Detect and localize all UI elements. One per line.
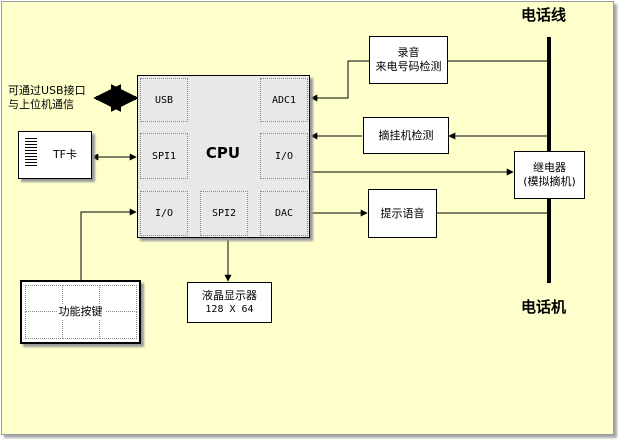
- port-dac: DAC: [260, 191, 308, 236]
- lcd-block: 液晶显示器 128 X 64: [187, 282, 272, 323]
- tf-card-block: TF卡: [18, 131, 92, 179]
- phone-set-title: 电话机: [521, 298, 567, 316]
- function-keys-block: 功能按键: [20, 280, 141, 344]
- keys-io-arrow: [80, 208, 137, 280]
- port-adc1: ADC1: [260, 78, 308, 122]
- function-keys-label: 功能按键: [56, 305, 105, 319]
- recording-label: 录音: [397, 46, 420, 59]
- relay-note: (模拟摘机): [523, 175, 576, 188]
- port-io-right: I/O: [260, 133, 308, 179]
- port-io-left: I/O: [140, 191, 188, 236]
- tf-card-label: TF卡: [52, 148, 77, 161]
- relay-block: 继电器 (模拟摘机): [514, 151, 585, 199]
- usb-note-line2: 与上位机通信: [8, 98, 74, 111]
- phone-line-title: 电话线: [521, 6, 567, 24]
- voice-prompt-block: 提示语音: [368, 189, 437, 238]
- caller-id-block: 录音 来电号码检测: [369, 36, 448, 84]
- port-spi1: SPI1: [140, 133, 188, 179]
- cpu-block: USB ADC1 SPI1 I/O I/O SPI2 DAC CPU: [137, 75, 310, 238]
- lcd-resolution: 128 X 64: [205, 303, 254, 315]
- port-usb: USB: [140, 78, 188, 122]
- relay-label: 继电器: [533, 161, 566, 174]
- callerid-adc1-arrow: [310, 60, 369, 102]
- port-spi2: SPI2: [200, 191, 248, 236]
- lcd-label: 液晶显示器: [202, 288, 257, 302]
- hook-detect-block: 摘挂机检测: [363, 117, 449, 154]
- usb-note-line1: 可通过USB接口: [8, 84, 86, 97]
- cpu-label: CPU: [205, 144, 241, 162]
- tf-card-icon: [25, 138, 37, 168]
- usb-note: 可通过USB接口 与上位机通信: [8, 84, 86, 112]
- caller-id-label: 来电号码检测: [375, 60, 442, 73]
- voice-prompt-label: 提示语音: [380, 206, 425, 220]
- hook-detect-label: 摘挂机检测: [378, 128, 434, 142]
